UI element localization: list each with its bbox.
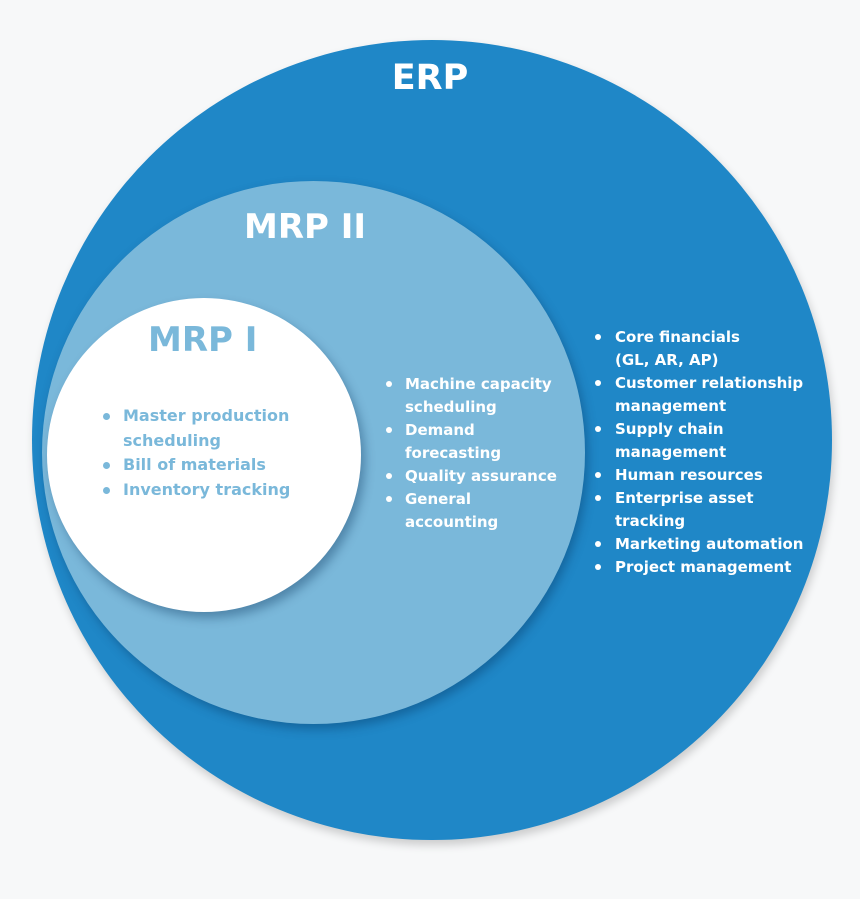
mrp1-feature-line: Bill of materials [123, 455, 266, 474]
mrp2-feature-line: Quality assurance [405, 467, 557, 485]
mrp1-feature-item: Inventory tracking [102, 478, 291, 503]
erp-feature-line: tracking [615, 512, 686, 530]
erp-feature-item: Customer relationship management [594, 372, 804, 418]
mrp2-feature-line: forecasting [405, 444, 502, 462]
mrp1-feature-line: Inventory tracking [123, 479, 291, 499]
mrp2-feature-item: General accounting [386, 488, 557, 534]
mrp1-feature-line: scheduling [123, 430, 221, 450]
erp-feature-item: Project management [594, 556, 803, 579]
erp-feature-item: Human resources [594, 464, 803, 487]
erp-feature-list: Core financials (GL, AR, AP) Customer re… [594, 326, 804, 579]
erp-title: ERP [391, 58, 469, 98]
erp-feature-line: Marketing automation [615, 535, 804, 553]
mrp1-title: MRP I [148, 320, 258, 360]
erp-feature-line: Customer relationship [615, 374, 804, 392]
mrp1-circle [47, 298, 361, 612]
erp-feature-line: (GL, AR, AP) [615, 351, 719, 369]
erp-feature-line: management [615, 443, 727, 461]
mrp1-feature-item: Master production scheduling [102, 404, 290, 453]
mrp2-title: MRP II [244, 207, 367, 247]
mrp2-feature-line: scheduling [405, 398, 497, 416]
erp-feature-line: Supply chain [615, 420, 724, 438]
mrp1-feature-line: Master production [123, 406, 290, 425]
mrp2-feature-line: General [405, 490, 471, 508]
mrp2-feature-line: accounting [405, 513, 499, 531]
erp-feature-item: Supply chain management [594, 418, 803, 464]
erp-feature-item: Marketing automation [594, 533, 804, 556]
erp-feature-line: Enterprise asset [615, 489, 754, 507]
erp-feature-line: Human resources [615, 466, 763, 484]
mrp2-feature-list: Machine capacity scheduling Demand forec… [386, 373, 557, 534]
mrp2-feature-line: Machine capacity [405, 375, 552, 393]
erp-feature-item: Core financials (GL, AR, AP) [594, 326, 803, 372]
mrp1-feature-list: Master production scheduling Bill of mat… [102, 404, 291, 503]
mrp1-feature-item: Bill of materials [102, 453, 290, 478]
erp-feature-line: Core financials [615, 328, 740, 346]
mrp2-feature-item: Quality assurance [386, 465, 557, 488]
erp-feature-line: management [615, 397, 727, 415]
mrp2-feature-item: Demand forecasting [386, 419, 557, 465]
erp-feature-line: Project management [615, 558, 792, 576]
mrp2-feature-line: Demand [405, 421, 475, 439]
erp-feature-item: Enterprise asset tracking [594, 487, 803, 533]
mrp2-feature-item: Machine capacity scheduling [386, 373, 557, 419]
